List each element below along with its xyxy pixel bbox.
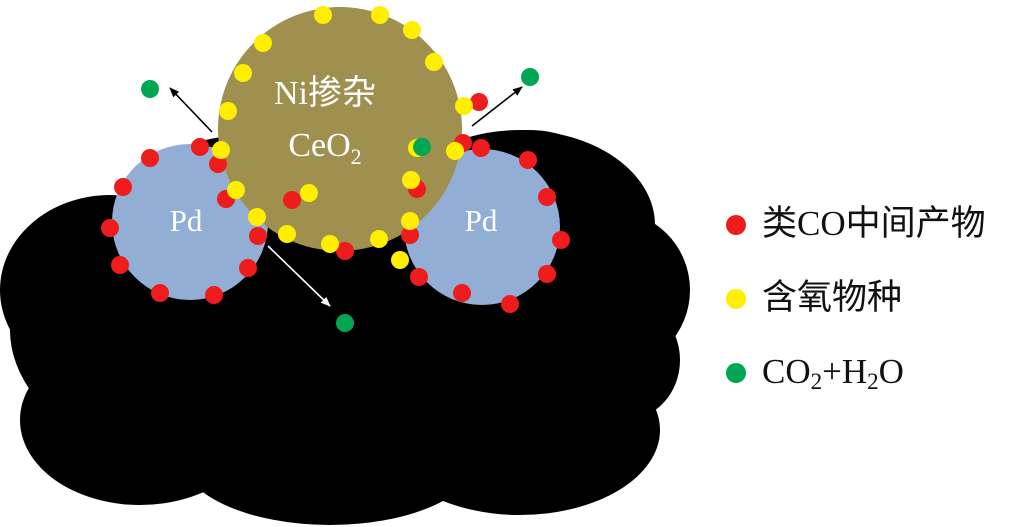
co-like-intermediate-dot <box>538 188 556 206</box>
legend-label: 含氧物种 <box>762 278 903 317</box>
ceo2-particle <box>218 7 462 251</box>
oxygen-species-dot <box>254 34 272 52</box>
arrow-to-product-upper-left <box>169 87 213 133</box>
ceo2-label-line2: CeO2 <box>288 127 361 169</box>
pd-particle-left <box>112 144 268 300</box>
legend-item-co2-h2o: CO2+H2O <box>718 338 1018 412</box>
legend-label: 类CO中间产物 <box>762 204 986 243</box>
oxygen-species-dot <box>212 141 230 159</box>
oxygen-species-dot <box>370 230 388 248</box>
pd-label-left: Pd <box>170 203 203 238</box>
co-like-intermediate-dot <box>209 155 227 173</box>
co-like-intermediate-dot <box>470 93 488 111</box>
co-like-intermediate-dot <box>401 226 419 244</box>
adsorbed-species <box>101 6 570 332</box>
red-dot-icon <box>726 215 746 235</box>
co-like-intermediate-dot <box>538 265 556 283</box>
oxygen-species-dot <box>300 184 318 202</box>
co-like-intermediate-dot <box>283 191 301 209</box>
co-like-intermediate-dot <box>101 219 119 237</box>
legend-item-co-like-intermediate: 类CO中间产物 <box>718 190 1018 264</box>
oxygen-species-dot <box>401 212 419 230</box>
ceo2-label-line1: Ni掺杂 <box>274 74 376 112</box>
yellow-dot-icon <box>726 289 746 309</box>
co-like-intermediate-dot <box>141 149 159 167</box>
co-like-intermediate-dot <box>249 227 267 245</box>
oxygen-species-dot <box>425 53 443 71</box>
co-like-intermediate-dot <box>111 256 129 274</box>
legend-label: CO2+H2O <box>762 352 904 394</box>
oxygen-species-dot <box>234 64 252 82</box>
oxygen-species-dot <box>321 235 339 253</box>
oxygen-species-dot <box>314 6 332 24</box>
co-like-intermediate-dot <box>552 231 570 249</box>
oxygen-species-dot <box>278 225 296 243</box>
oxygen-species-dot <box>402 171 420 189</box>
co-like-intermediate-dot <box>151 284 169 302</box>
co2-h2o-dot <box>141 80 159 98</box>
oxygen-species-dot <box>227 181 245 199</box>
co-like-intermediate-dot <box>501 295 519 313</box>
co-like-intermediate-dot <box>114 178 132 196</box>
co-like-intermediate-dot <box>519 151 537 169</box>
co-like-intermediate-dot <box>410 268 428 286</box>
co2-h2o-dot <box>413 138 431 156</box>
arrow-to-product-upper-right <box>471 86 523 127</box>
oxygen-species-dot <box>391 251 409 269</box>
co-like-intermediate-dot <box>472 139 490 157</box>
legend: 类CO中间产物 含氧物种 CO2+H2O <box>718 190 1018 412</box>
co2-h2o-dot <box>521 68 539 86</box>
co-like-intermediate-dot <box>239 259 257 277</box>
green-dot-icon <box>726 363 746 383</box>
pd-label-right: Pd <box>465 203 498 238</box>
oxygen-species-dot <box>455 97 473 115</box>
co-like-intermediate-dot <box>191 138 209 156</box>
co-like-intermediate-dot <box>453 284 471 302</box>
oxygen-species-dot <box>219 102 237 120</box>
oxygen-species-dot <box>371 6 389 24</box>
legend-item-oxygen-species: 含氧物种 <box>718 264 1018 338</box>
co2-h2o-dot <box>336 314 354 332</box>
co-like-intermediate-dot <box>336 242 354 260</box>
arrow-to-product-lower <box>267 245 331 307</box>
oxygen-species-dot <box>403 21 421 39</box>
oxygen-species-dot <box>248 208 266 226</box>
co-like-intermediate-dot <box>205 286 223 304</box>
oxygen-species-dot <box>446 142 464 160</box>
